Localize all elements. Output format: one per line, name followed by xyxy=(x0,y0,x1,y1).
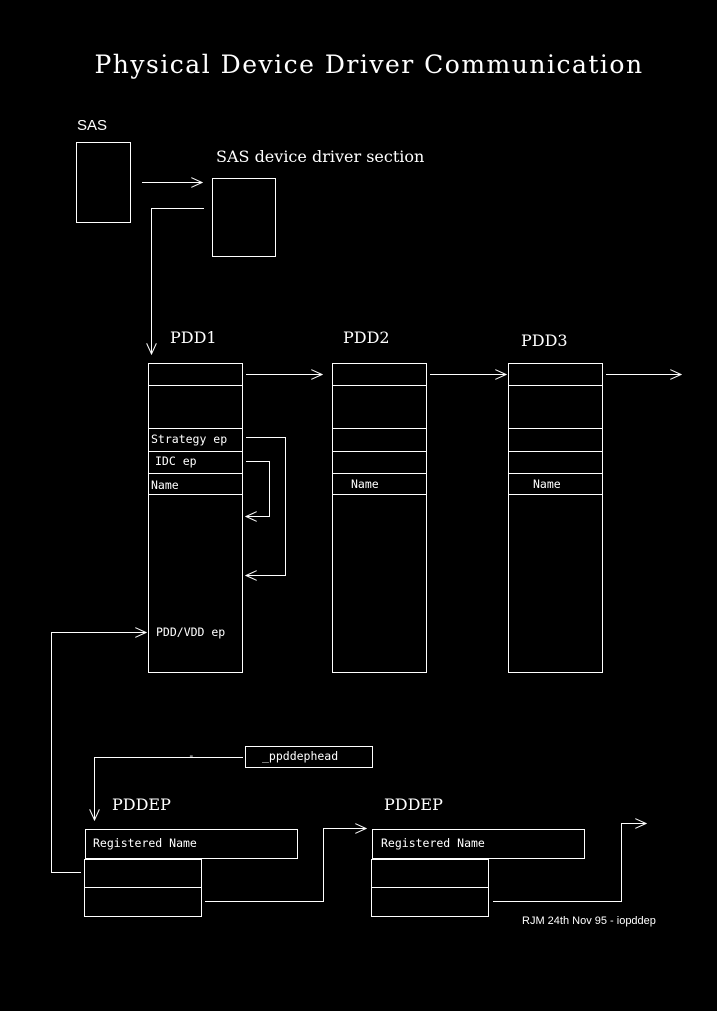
pddep-to-pdd-vdd-arrow xyxy=(51,633,147,873)
pdd2-column xyxy=(332,363,427,673)
pdd1-column xyxy=(148,363,243,673)
pddep-2-registered-name: Registered Name xyxy=(381,836,485,850)
pddep-2-next-arrow xyxy=(493,824,646,902)
pdd1-pdd-vdd-ep: PDD/VDD ep xyxy=(156,625,225,639)
ppddephead-label: _ppddephead xyxy=(262,749,338,763)
pdd1-strategy-ep: Strategy ep xyxy=(151,432,227,446)
head-dash: - xyxy=(188,749,195,762)
pddep-1-to-pddep-2-arrow xyxy=(205,829,366,902)
idc-ep-arrow xyxy=(246,461,270,517)
section-to-pdd1-arrow xyxy=(152,208,204,355)
sas-label: SAS xyxy=(77,117,107,134)
pdd1-idc-ep: IDC ep xyxy=(155,454,197,468)
footer-credit: RJM 24th Nov 95 - iopddep xyxy=(522,915,656,927)
ppddephead-box xyxy=(245,746,373,768)
pddep-1-structure xyxy=(84,829,298,917)
pddep-label-1: PDDEP xyxy=(112,795,171,814)
pdd1-name: Name xyxy=(151,478,179,492)
pdd2-label: PDD2 xyxy=(343,328,390,347)
pdd3-label: PDD3 xyxy=(521,331,568,350)
sas-section-box xyxy=(212,178,276,257)
strategy-ep-arrow xyxy=(246,437,286,576)
ppddephead-arrow xyxy=(95,757,243,821)
pdd2-name: Name xyxy=(351,477,379,491)
pdd3-column xyxy=(508,363,603,673)
sas-box xyxy=(76,142,131,223)
pddep-label-2: PDDEP xyxy=(384,795,443,814)
sas-section-label: SAS device driver section xyxy=(216,147,424,166)
pdd1-label: PDD1 xyxy=(170,328,217,347)
diagram-title: Physical Device Driver Communication xyxy=(94,50,643,79)
pddep-2-structure xyxy=(371,829,585,917)
pddep-1-registered-name: Registered Name xyxy=(93,836,197,850)
pdd3-name: Name xyxy=(533,477,561,491)
